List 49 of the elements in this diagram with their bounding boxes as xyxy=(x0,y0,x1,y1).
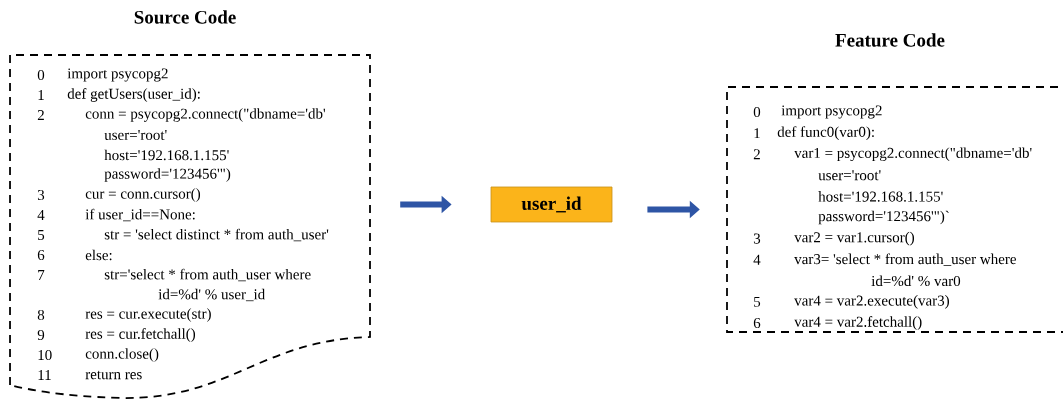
line-number: 3 xyxy=(37,189,45,201)
code-line: var4 = var2.execute(var3) xyxy=(794,295,949,309)
line-number: 10 xyxy=(38,349,52,361)
code-line: res = cur.execute(str) xyxy=(85,308,211,322)
line-number: 2 xyxy=(753,149,760,160)
line-number: 4 xyxy=(753,254,761,265)
code-line: var2 = var1.cursor() xyxy=(794,231,915,246)
code-line: user='root' xyxy=(818,170,881,181)
code-line: password='123456'") xyxy=(104,168,231,182)
line-number: 3 xyxy=(753,233,761,244)
line-number: 4 xyxy=(37,210,45,220)
code-line: conn.close() xyxy=(85,348,159,362)
line-number: 11 xyxy=(38,370,51,380)
code-line: def func0(var0): xyxy=(777,126,874,140)
heading: Source Code xyxy=(134,10,236,24)
code-line: var1 = psycopg2.connect("dbname='db' xyxy=(794,147,1032,161)
line-number: 6 xyxy=(37,249,45,261)
code-line: else: xyxy=(85,249,112,261)
code-line: id=%d' % user_id xyxy=(158,288,265,302)
code-line: id=%d' % var0 xyxy=(871,275,961,287)
line-number: 5 xyxy=(38,230,45,240)
code-line: str='select * from auth_user where xyxy=(104,268,311,282)
label-box: user_id xyxy=(490,186,613,223)
code-line: host='192.168.1.155' xyxy=(104,149,229,161)
code-line: import psycopg2 xyxy=(781,105,882,119)
line-number: 0 xyxy=(753,106,761,118)
code-line: if user_id==None: xyxy=(85,208,195,222)
line-number: 5 xyxy=(754,296,761,307)
line-number: 8 xyxy=(37,309,45,321)
code-line: user='root' xyxy=(104,130,167,140)
code-line: import psycopg2 xyxy=(67,68,168,82)
code-line: var4 = var2.fetchall() xyxy=(794,316,922,330)
code-line: def getUsers(user_id): xyxy=(67,88,200,102)
line-number: 1 xyxy=(754,128,760,139)
line-number: 0 xyxy=(37,69,45,81)
code-line: str = 'select distinct * from auth_user' xyxy=(104,228,329,242)
code-line: host='192.168.1.155' xyxy=(818,191,943,202)
code-line: res = cur.fetchall() xyxy=(85,328,196,342)
code-line: password='123456'")` xyxy=(818,210,949,225)
heading: Feature Code xyxy=(835,33,945,47)
line-number: 6 xyxy=(753,317,761,328)
code-line: return res xyxy=(85,370,142,380)
line-number: 1 xyxy=(38,90,44,100)
line-number: 7 xyxy=(38,270,45,280)
code-line: cur = conn.cursor() xyxy=(85,188,201,202)
line-number: 9 xyxy=(37,329,45,340)
line-number: 2 xyxy=(37,110,44,120)
code-line: var3= 'select * from auth_user where xyxy=(794,253,1016,266)
code-line: conn = psycopg2.connect("dbname='db' xyxy=(85,108,326,122)
